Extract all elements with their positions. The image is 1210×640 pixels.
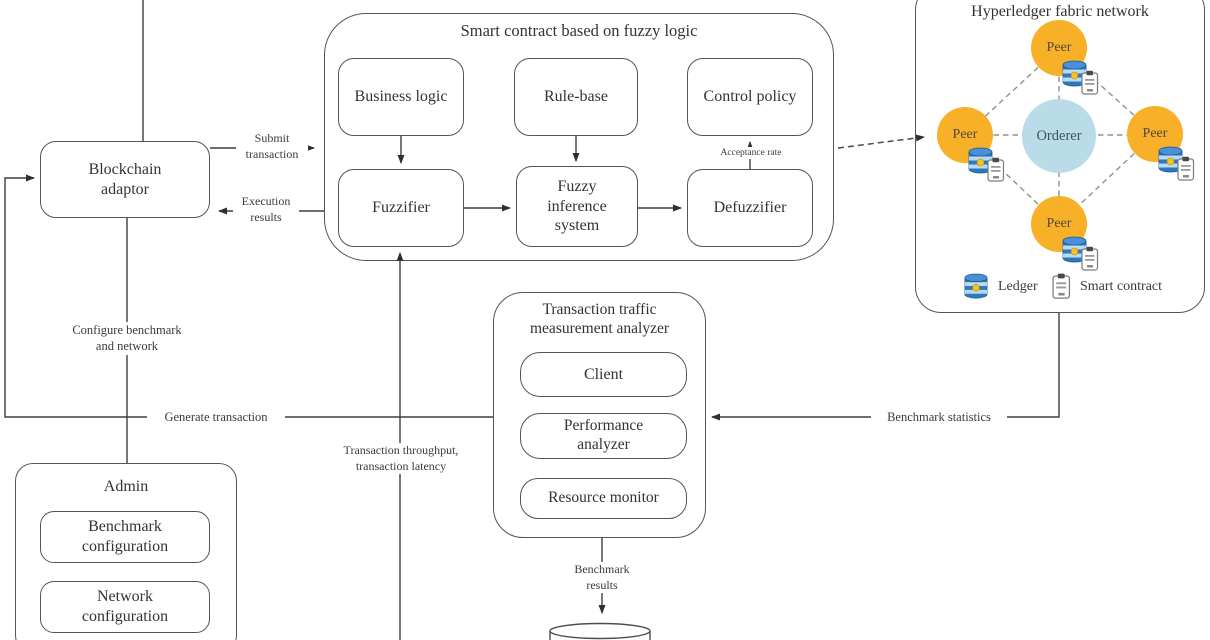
rule-base-label: Rule-base <box>544 88 608 106</box>
legend-ledger-label: Ledger <box>998 279 1038 294</box>
transaction-throughput-label: Transaction throughput, transaction late… <box>322 443 480 475</box>
peer-left-node: Peer <box>937 107 993 163</box>
smart-contract-icon <box>1081 246 1099 271</box>
performance-analyzer-label: Performance analyzer <box>563 417 644 453</box>
orderer-node: Orderer <box>1022 99 1096 173</box>
smart-contract-icon <box>1177 156 1195 181</box>
resource-monitor-label: Resource monitor <box>548 489 659 507</box>
edge-benchmark-statistics <box>711 313 1060 421</box>
generate-transaction-label: Generate transaction <box>147 409 285 426</box>
smart-contract-icon <box>1081 70 1099 95</box>
control-policy-label: Control policy <box>703 88 797 106</box>
peer-label: Peer <box>1142 126 1168 141</box>
network-configuration-box: Network configuration <box>40 581 210 633</box>
performance-analyzer-box: Performance analyzer <box>520 413 687 459</box>
results-database-cylinder <box>549 622 651 640</box>
defuzzifier-box: Defuzzifier <box>687 169 813 247</box>
blockchain-adaptor-label: Blockchain adaptor <box>88 160 162 198</box>
client-label: Client <box>583 365 624 383</box>
blockchain-adaptor-box: Blockchain adaptor <box>40 141 210 218</box>
fuzzifier-box: Fuzzifier <box>338 169 464 247</box>
ledger-icon <box>1062 60 1087 87</box>
client-box: Client <box>520 352 687 397</box>
hyperledger-network-title: Hyperledger fabric network <box>971 3 1149 20</box>
legend-ledger-icon <box>964 273 988 299</box>
admin-title: Admin <box>103 478 149 495</box>
business-logic-label: Business logic <box>354 88 448 106</box>
ledger-icon <box>968 147 993 174</box>
benchmark-configuration-box: Benchmark configuration <box>40 511 210 563</box>
fuzzifier-label: Fuzzifier <box>372 199 430 217</box>
execution-results-label: Execution results <box>233 194 299 226</box>
peer-label: Peer <box>1046 40 1072 55</box>
peer-right-node: Peer <box>1127 106 1183 162</box>
benchmark-results-label: Benchmark results <box>563 562 641 594</box>
legend-smart-contract-label: Smart contract <box>1080 279 1163 294</box>
fuzzy-inference-system-box: Fuzzy inference system <box>516 166 638 247</box>
resource-monitor-box: Resource monitor <box>520 478 687 519</box>
benchmark-statistics-label: Benchmark statistics <box>871 409 1007 426</box>
submit-transaction-label: Submit transaction <box>236 131 308 163</box>
orderer-label: Orderer <box>1036 127 1082 144</box>
smart-contract-title: Smart contract based on fuzzy logic <box>460 21 698 40</box>
rule-base-box: Rule-base <box>514 58 638 136</box>
ledger-icon <box>1158 146 1183 173</box>
peer-label: Peer <box>1046 216 1072 231</box>
traffic-analyzer-title: Transaction traffic measurement analyzer <box>530 301 669 338</box>
business-logic-box: Business logic <box>338 58 464 136</box>
control-policy-box: Control policy <box>687 58 813 136</box>
legend-smart-contract-icon <box>1052 273 1071 299</box>
benchmark-configuration-label: Benchmark configuration <box>81 518 169 555</box>
fuzzy-inference-system-label: Fuzzy inference system <box>547 178 607 235</box>
peer-label: Peer <box>952 127 978 142</box>
acceptance-rate-label: Acceptance rate <box>705 147 797 160</box>
edge-contract-to-peer-dashed <box>837 134 925 149</box>
smart-contract-icon <box>987 157 1005 182</box>
network-configuration-label: Network configuration <box>81 588 169 625</box>
configure-benchmark-label: Configure benchmark and network <box>66 322 188 355</box>
ledger-icon <box>1062 236 1087 263</box>
defuzzifier-label: Defuzzifier <box>713 199 787 217</box>
